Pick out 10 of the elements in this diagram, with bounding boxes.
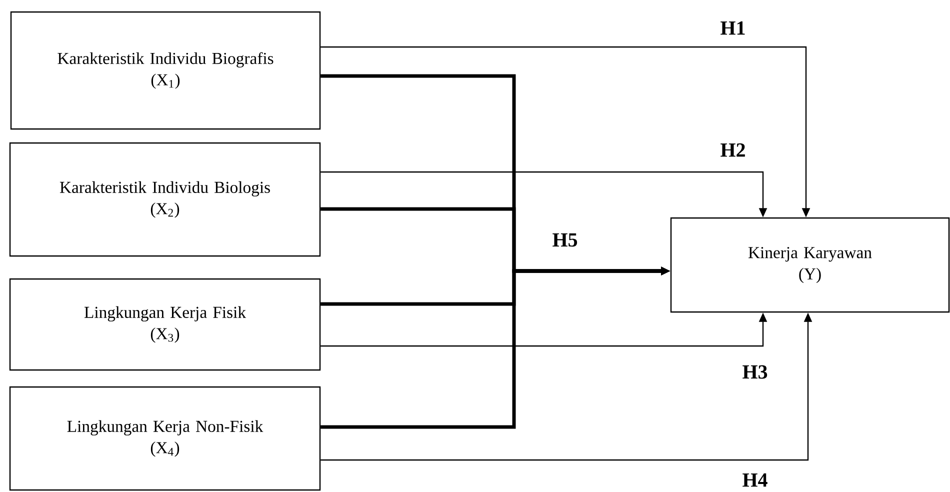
edge-label: H5 (552, 233, 578, 247)
edge-label: H2 (720, 143, 745, 157)
variable-box: Lingkungan Kerja Non-Fisik (X$_{4}$) (9, 386, 321, 491)
variable-box: Karakteristik Individu Biografis (X$_{1}$) (10, 11, 321, 130)
variable-box: Lingkungan Kerja Fisik (X$_{3}$) (9, 278, 321, 371)
edge-label: H3 (742, 365, 768, 379)
edge-label: H4 (742, 473, 768, 487)
edge-label: H1 (720, 21, 745, 35)
variable-box: Kinerja Karyawan (Y) (670, 217, 950, 313)
variable-box: Karakteristik Individu Biologis (X$_{2}$) (9, 142, 321, 257)
